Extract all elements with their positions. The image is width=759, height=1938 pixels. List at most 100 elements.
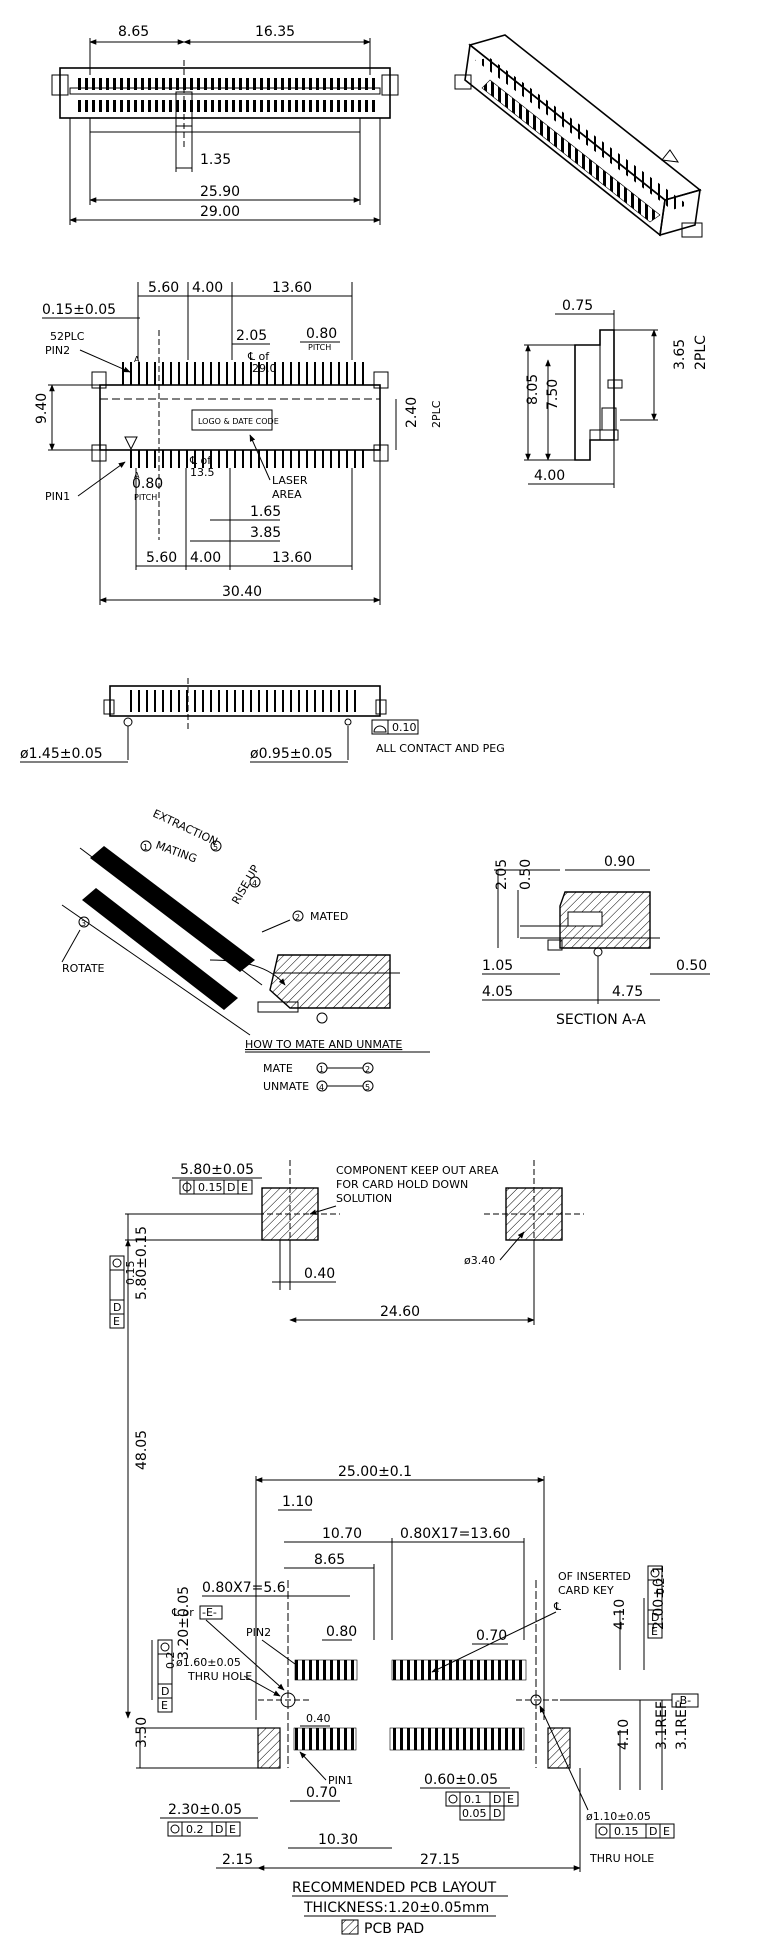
label-mating: MATING: [154, 839, 199, 866]
ref-d-v: D: [113, 1301, 121, 1314]
dim-3-20: 3.20±0.05: [176, 1586, 192, 1660]
dim-5-60-top: 5.60: [148, 280, 179, 296]
unmate-step-5: 5: [365, 1083, 370, 1092]
isometric-view: [454, 34, 703, 238]
dim-4-00-bot: 4.00: [190, 550, 221, 566]
dim-16-35: 16.35: [255, 24, 295, 40]
dim-dia-0-95: ø0.95±0.05: [250, 746, 333, 762]
dim-25-90: 25.90: [200, 184, 240, 200]
unmate-step-4: 4: [319, 1083, 324, 1092]
pitch-label-bot: PITCH: [134, 493, 157, 502]
dim-0-40-top: 0.40: [304, 1266, 335, 1282]
dim-0-15: 0.15±0.05: [42, 302, 116, 318]
keepout-note-2: FOR CARD HOLD DOWN: [336, 1178, 468, 1191]
side-view-body: [574, 329, 623, 461]
dim-dia-3-40: ø3.40: [464, 1254, 495, 1267]
dim-0-90: 0.90: [604, 854, 635, 870]
dim-dia-1-10: ø1.10±0.05: [586, 1810, 651, 1823]
dim-pitch-17: 0.80X17=13.60: [400, 1526, 510, 1542]
ref-d-key: D: [651, 1611, 659, 1624]
dim-2-40: 2.40: [404, 397, 420, 428]
flatness-value: 0.10: [392, 721, 417, 734]
mating-title: HOW TO MATE AND UNMATE: [245, 1038, 402, 1051]
label-pin1-pcb: PIN1: [328, 1774, 353, 1787]
ref-e-110: E: [663, 1825, 670, 1838]
dim-dia-1-45: ø1.45±0.05: [20, 746, 103, 762]
label-laser-area: AREA: [272, 488, 302, 501]
dim-4-00-side: 4.00: [534, 468, 565, 484]
step-2-badge: 2: [295, 913, 300, 922]
dim-10-30: 10.30: [318, 1832, 358, 1848]
dim-13-60-bot: 13.60: [272, 550, 312, 566]
dim-13-60-top: 13.60: [272, 280, 312, 296]
dim-25-00: 25.00±0.1: [338, 1464, 412, 1480]
top-view-dims: 8.65 16.35 1.35 25.90 29.00: [69, 24, 381, 225]
dim-1-65: 1.65: [250, 504, 281, 520]
label-laser: LASER: [272, 474, 308, 487]
dim-24-60: 24.60: [380, 1304, 420, 1320]
pcb-dims-lower: 3.20±0.05 0.2 D E ø1.60±0.05 THRU HOLE -…: [134, 1586, 699, 1872]
dim-0-80-pcb: 0.80: [326, 1624, 357, 1640]
label-rotate: ROTATE: [62, 962, 105, 975]
step-4-badge: 4: [252, 879, 257, 888]
keepout-note-1: COMPONENT KEEP OUT AREA: [336, 1164, 499, 1177]
centerline-value-bot: 13.5: [190, 466, 215, 479]
dim-3-50: 3.50: [134, 1717, 150, 1748]
front-view-body: LOGO & DATE CODE: [91, 330, 389, 540]
mating-card: [61, 846, 400, 1036]
dim-8-05: 8.05: [525, 374, 541, 405]
dim-4-00-top: 4.00: [192, 280, 223, 296]
tol-0-2-pad: 0.2: [186, 1823, 204, 1836]
pcb-thickness: THICKNESS:1.20±0.05mm: [303, 1900, 489, 1916]
dim-0-70-top: 0.70: [476, 1628, 507, 1644]
dim-3-1-ref-b: 3.1REF: [674, 1701, 690, 1750]
label-pin2-front: PIN2: [45, 344, 70, 357]
front-view: LOGO & DATE CODE 5.60 4.00 13.60 0.15±0.…: [34, 280, 443, 605]
card-key-note-1: OF INSERTED: [558, 1570, 631, 1583]
dim-5-60-bot: 5.60: [146, 550, 177, 566]
ref-d-110: D: [649, 1825, 657, 1838]
centerline-label-bot: ℄ of: [189, 454, 212, 467]
pcb-title-block: RECOMMENDED PCB LAYOUT THICKNESS:1.20±0.…: [292, 1880, 508, 1937]
step-5-badge: 5: [213, 843, 218, 852]
pcb-pad-legend-swatch: [341, 1919, 359, 1935]
dim-2-30: 2.30±0.05: [168, 1802, 242, 1818]
tol-0-15-v: 0.15: [124, 1261, 137, 1286]
mate-step-2: 2: [365, 1065, 370, 1074]
pcb-title: RECOMMENDED PCB LAYOUT: [292, 1880, 497, 1896]
step-1-badge: 1: [143, 843, 148, 852]
dim-5-80-v: 5.80±0.15: [134, 1226, 150, 1300]
dim-2-15: 2.15: [222, 1852, 253, 1868]
label-mated: MATED: [310, 910, 348, 923]
section-a-a: 2.05 0.50 0.90 1.05 0.50 4.05 4.75 SECTI…: [482, 854, 710, 1028]
dim-2-05-sec: 2.05: [494, 859, 510, 890]
ref-e-key: E: [651, 1625, 658, 1638]
label-thru-hole-1: THRU HOLE: [187, 1670, 252, 1683]
dim-3-65: 3.65: [672, 339, 688, 370]
side-view: 0.75 3.65 2PLC 8.05 7.50 4.00: [524, 298, 709, 488]
dim-4-75: 4.75: [612, 984, 643, 1000]
section-mark-a-top: A: [134, 355, 140, 364]
pcb-pad-rows: [257, 1580, 571, 1769]
dim-4-05: 4.05: [482, 984, 513, 1000]
ref-d-230: D: [215, 1823, 223, 1836]
flatness-note: ALL CONTACT AND PEG: [376, 742, 505, 755]
card-key-centerline: ℄: [553, 1600, 561, 1613]
label-rise-up: RISE UP: [229, 862, 262, 906]
mating-labels: EXTRACTION 5 1 MATING RISE UP 4 2 MATED …: [61, 807, 430, 1093]
ref-e-hole: E: [161, 1699, 168, 1712]
dim-27-15: 27.15: [420, 1852, 460, 1868]
dim-4-10-bot: 4.10: [616, 1719, 632, 1750]
dim-0-75: 0.75: [562, 298, 593, 314]
label-pin2-pcb: PIN2: [246, 1626, 271, 1639]
dim-7-50: 7.50: [545, 379, 561, 410]
dim-0-80-top: 0.80: [306, 326, 337, 342]
centerline-e-label: ℄ or: [171, 1606, 194, 1619]
dim-pitch-7: 0.80X7=5.6: [202, 1580, 286, 1596]
keepout-areas: [240, 1160, 584, 1268]
dim-0-70-bot: 0.70: [306, 1785, 337, 1801]
dim-8-65: 8.65: [118, 24, 149, 40]
label-mate: MATE: [263, 1062, 293, 1075]
pcb-dims-middle: 25.00±0.1 1.10 10.70 0.80X17=13.60 8.65 …: [171, 1464, 667, 1720]
step-3-badge: 3: [81, 919, 86, 928]
